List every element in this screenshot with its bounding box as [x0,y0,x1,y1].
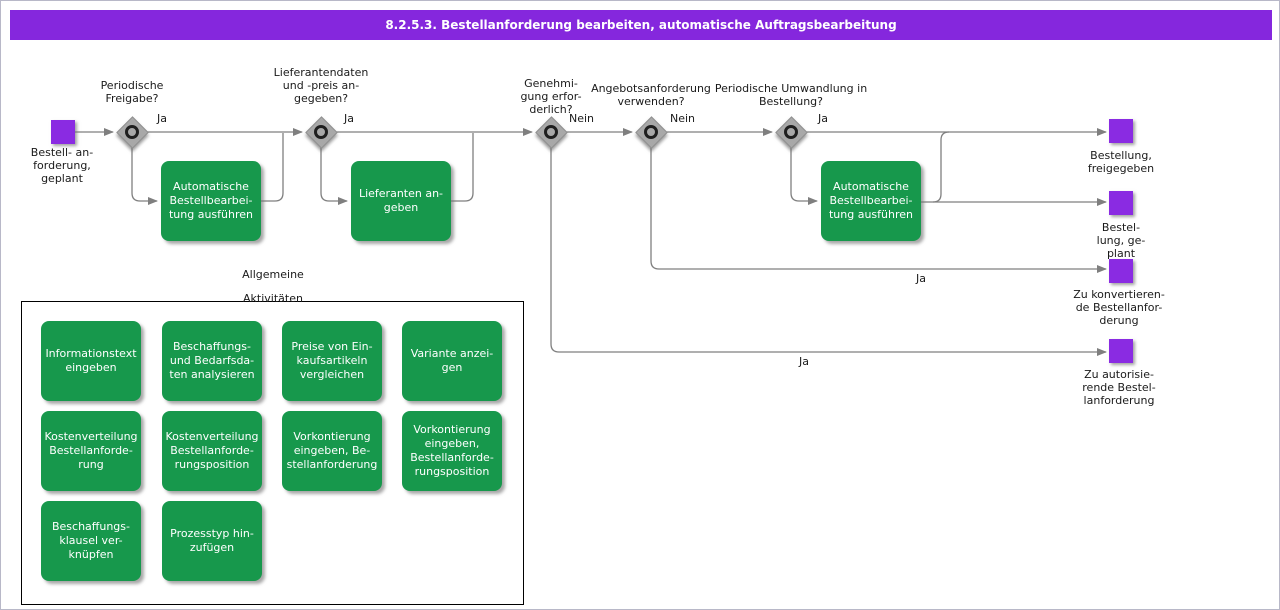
activity-label: Informationstext eingeben [45,347,137,374]
activity-label: Preise von Ein- kaufsartikeln vergleiche… [291,340,373,381]
branch-label-nein: Nein [670,112,696,125]
gateway-circle-icon [314,125,328,139]
activity-prozesstyp-hinzufuegen[interactable]: Prozesstyp hin- zufügen [162,501,262,581]
activity-label: Automatische Bestellbearbei- tung ausfüh… [828,180,913,221]
edge-gw4-ja-to-end3 [650,147,1107,273]
activity-automatische-bestellbearbeitung-2[interactable]: Automatische Bestellbearbei- tung ausfüh… [821,161,921,241]
activity-kostenverteilung-bestellanforderung[interactable]: Kostenverteilung Bestellanforde- rung [41,411,141,491]
gateway1-label: Periodische Freigabe? [100,79,164,105]
end-event-label: Bestel- lung, ge- plant [1096,221,1146,260]
general-activities-header: Allgemeine Aktivitäten [242,268,304,305]
activity-variante-anzeigen[interactable]: Variante anzei- gen [402,321,502,401]
branch-label-ja: Ja [157,112,167,125]
activity-label: Beschaffungs- klausel ver- knüpfen [51,520,130,561]
gateway5-label: Periodische Umwandlung in Bestellung? [714,82,868,108]
end-event-zu-konvertierende-bestellanforderung [1109,259,1133,283]
branch-label-nein: Nein [569,112,595,125]
end-event-label: Zu konvertieren- de Bestellanfor- derung [1073,288,1165,327]
end-event-bestellung-freigegeben [1109,119,1133,143]
gateway2-label: Lieferantendaten und -preis an- gegeben? [273,66,369,105]
activity-label: Variante anzei- gen [410,347,494,374]
title-bar: 8.2.5.3. Bestellanforderung bearbeiten, … [10,10,1272,40]
activity-label: Beschaffungs- und Bedarfsda- ten analysi… [169,340,255,381]
branch-label-ja: Ja [916,272,926,285]
edge-gw3-ja-to-end4 [550,147,1107,356]
activity-vorkontierung-eingeben-bestellanforderung[interactable]: Vorkontierung eingeben, Be- stellanforde… [282,411,382,491]
activity-beschaffungs-bedarfsdaten-analysieren[interactable]: Beschaffungs- und Bedarfsda- ten analysi… [162,321,262,401]
page-title: 8.2.5.3. Bestellanforderung bearbeiten, … [385,18,897,32]
gateway-genehmigung-erforderlich [535,116,568,149]
activity-label: Vorkontierung eingeben, Bestellanforde- … [410,423,494,478]
gateway-angebotsanforderung-verwenden [635,116,668,149]
start-event-bestellanforderung-geplant [51,120,75,144]
activity-automatische-bestellbearbeitung-1[interactable]: Automatische Bestellbearbei- tung ausfüh… [161,161,261,241]
activity-preise-einkaufsartikel-vergleichen[interactable]: Preise von Ein- kaufsartikeln vergleiche… [282,321,382,401]
activity-label: Vorkontierung eingeben, Be- stellanforde… [286,430,378,471]
gateway-lieferantendaten-angegeben [305,116,338,149]
edge-gw5-down-to-activity3 [790,147,818,205]
end-event-bestellung-geplant [1109,191,1133,215]
gateway4-label: Angebotsanforderung verwenden? [591,82,711,108]
activity-label: Prozesstyp hin- zufügen [170,527,254,554]
end-event-label: Bestellung, freigegeben [1087,149,1155,175]
edge-activity3-up-join [932,131,950,203]
edge-gw1-down-to-activity1 [131,147,158,205]
edge-activity2-to-gw3 [451,133,474,202]
activity-label: Kostenverteilung Bestellanforde- rungspo… [165,430,259,471]
gateway-circle-icon [125,125,139,139]
branch-label-ja: Ja [818,112,828,125]
activity-lieferanten-angeben[interactable]: Lieferanten an- geben [351,161,451,241]
activity-kostenverteilung-bestellanforderungsposition[interactable]: Kostenverteilung Bestellanforde- rungspo… [162,411,262,491]
edge-activity1-to-gw2 [261,133,284,202]
activity-beschaffungsklausel-verknuepfen[interactable]: Beschaffungs- klausel ver- knüpfen [41,501,141,581]
branch-label-ja: Ja [799,355,809,368]
edge-gw2-down-to-activity2 [320,147,348,205]
gateway-circle-icon [784,125,798,139]
gateway-periodische-umwandlung [775,116,808,149]
activity-label: Kostenverteilung Bestellanforde- rung [44,430,138,471]
gateway-circle-icon [644,125,658,139]
activity-vorkontierung-eingeben-bestellanforderungsposition[interactable]: Vorkontierung eingeben, Bestellanforde- … [402,411,502,491]
activity-informationstext-eingeben[interactable]: Informationstext eingeben [41,321,141,401]
branch-label-ja: Ja [344,112,354,125]
activity-label: Automatische Bestellbearbei- tung ausfüh… [168,180,253,221]
start-event-label: Bestell- an- forderung, geplant [30,146,94,185]
end-event-zu-autorisierende-bestellanforderung [1109,339,1133,363]
gateway-circle-icon [544,125,558,139]
activity-label: Lieferanten an- geben [358,187,444,214]
end-event-label: Zu autorisie- rende Bestel- lanforderung [1082,368,1156,407]
gateway-periodische-freigabe [116,116,149,149]
gateway3-label: Genehmi- gung erfor- derlich? [520,77,582,116]
